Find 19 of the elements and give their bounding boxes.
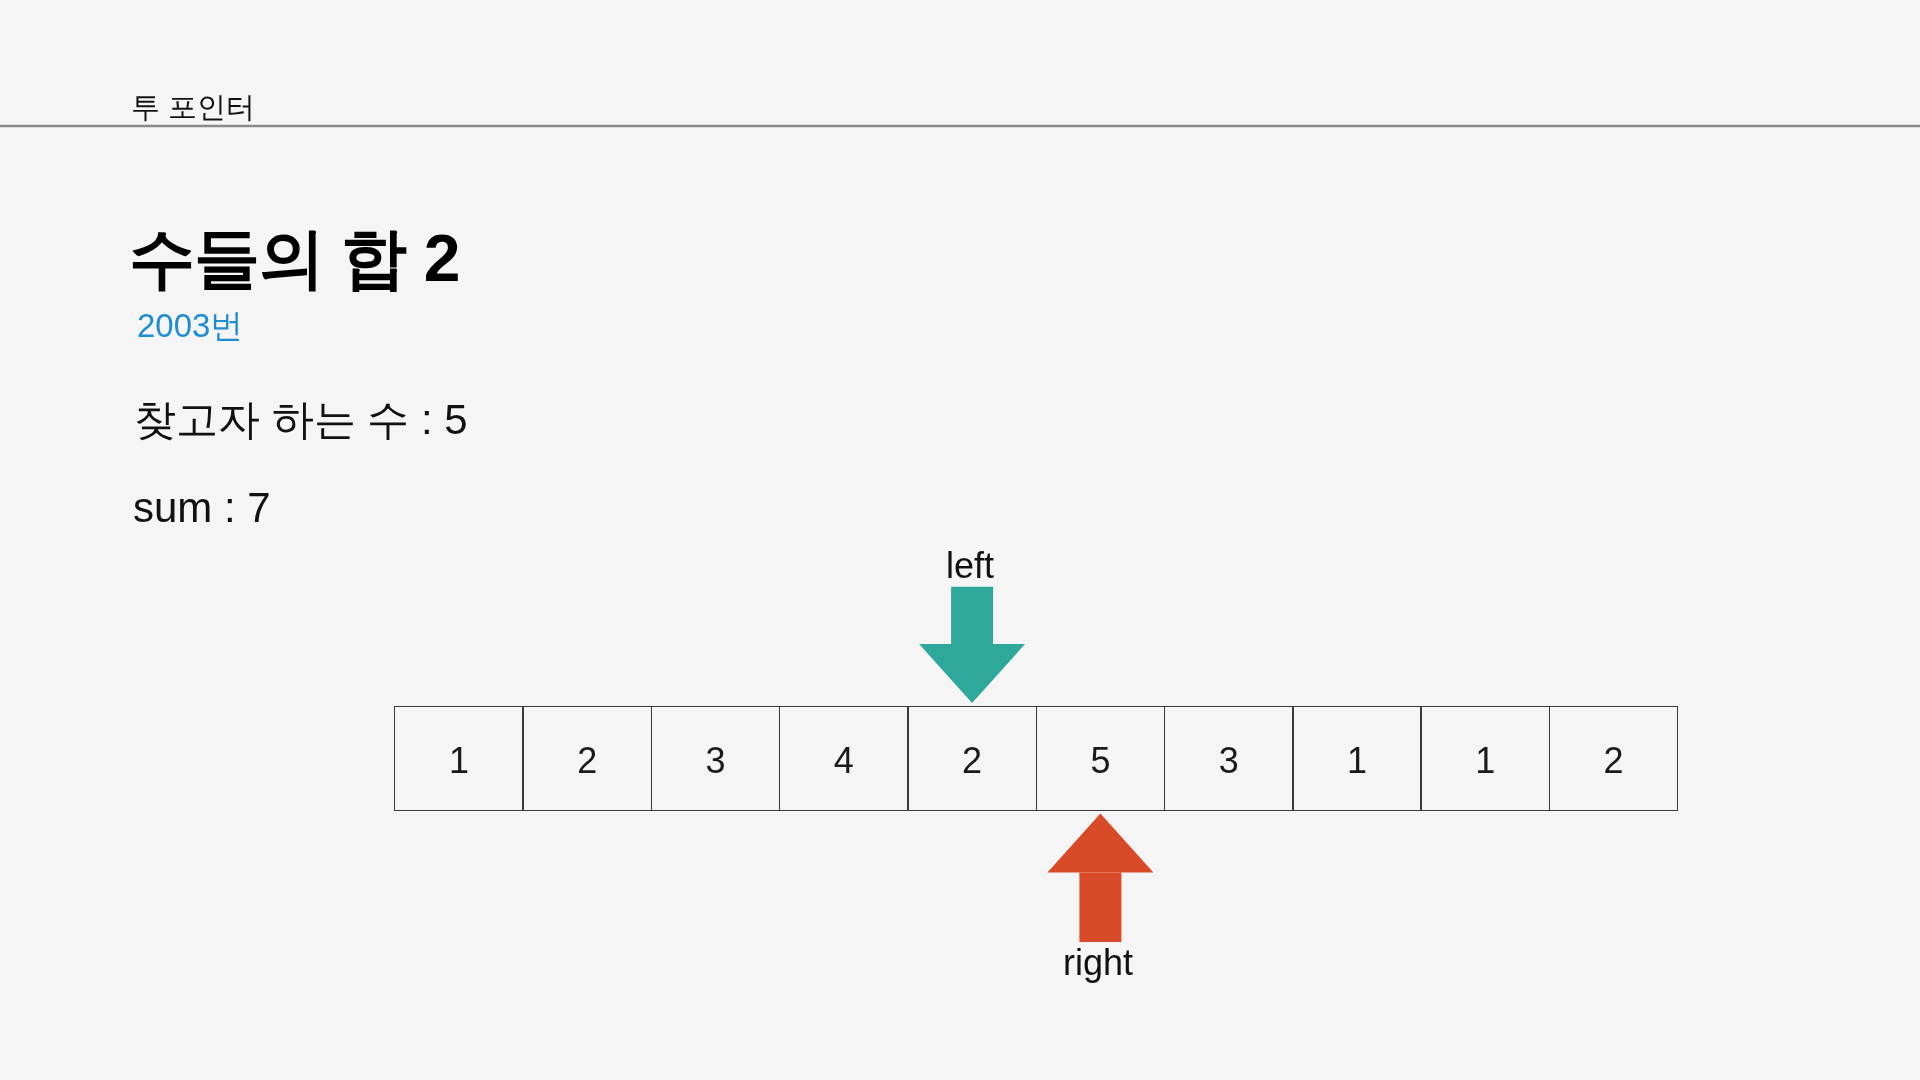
sum-value-text: sum : 7 — [133, 484, 271, 533]
array-cell: 1 — [1292, 706, 1422, 811]
array-cell: 1 — [1420, 706, 1551, 811]
pointer-label: left — [946, 547, 994, 585]
problem-number: 2003번 — [137, 307, 244, 345]
pointer-label: right — [1063, 944, 1133, 982]
array-cell: 2 — [1548, 706, 1679, 811]
pointer-arrow — [1047, 813, 1154, 942]
array-cell: 3 — [1163, 706, 1294, 811]
array-cell: 5 — [1035, 706, 1166, 811]
array-cell: 4 — [778, 706, 909, 811]
array-cell: 2 — [907, 706, 1037, 811]
array-cell: 3 — [650, 706, 781, 811]
array-cell: 2 — [522, 706, 653, 811]
target-value-text: 찾고자 하는 수 : 5 — [134, 396, 468, 445]
section-heading: 투 포인터 — [131, 91, 256, 125]
pointer-arrow — [919, 586, 1026, 703]
slide-title: 수들의 합 2 — [129, 221, 460, 297]
array-cell: 1 — [394, 706, 524, 811]
